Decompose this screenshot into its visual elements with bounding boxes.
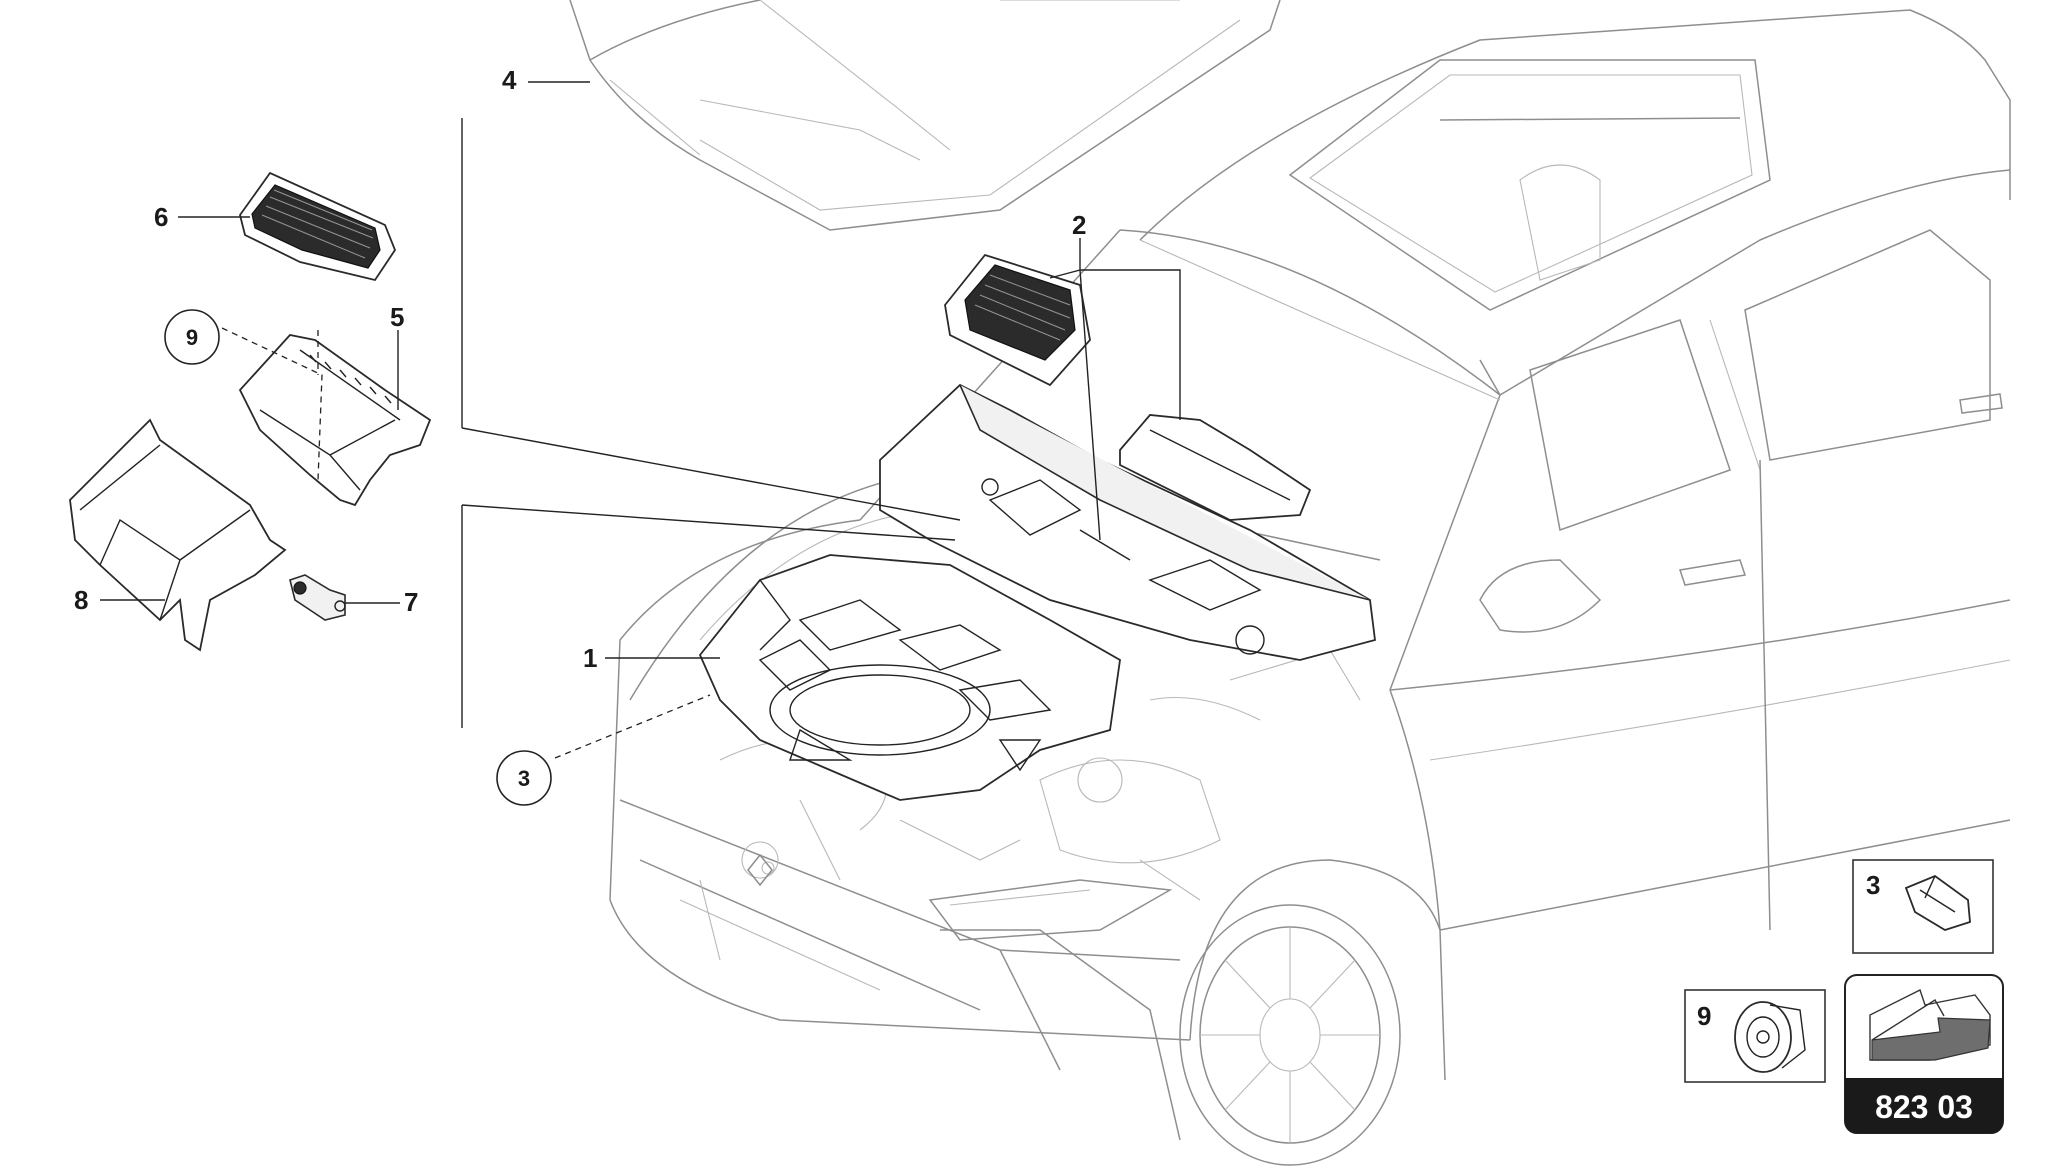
detail-3-label: 3 [1866, 870, 1880, 900]
circled-callout-3: 3 [496, 750, 552, 806]
callout-7: 7 [404, 587, 418, 617]
svg-text:3: 3 [518, 766, 530, 791]
air-box-upper-part-5 [238, 334, 432, 507]
detail-box-nut-9: 9 [1684, 989, 1826, 1083]
hood-part-4 [569, 0, 1281, 231]
side-cover-part-2 [1119, 414, 1312, 521]
arrow-to-group-icon [1869, 989, 1991, 1061]
spire-nut-icon [1734, 1001, 1806, 1073]
callout-1: 1 [583, 643, 597, 673]
svg-text:9: 9 [186, 325, 198, 350]
air-filter-part-6 [239, 171, 397, 282]
engine-cover-part-1 [698, 554, 1121, 801]
cowl-panel-part-2 [879, 383, 1376, 661]
sensor-part-7 [289, 574, 346, 621]
group-badge: 823 03 [1844, 974, 2004, 1134]
clip-icon [1904, 874, 1971, 931]
leader-lines [100, 81, 1181, 759]
circled-callout-9: 9 [164, 309, 220, 365]
cabin-filter-part-2 [944, 253, 1091, 387]
vehicle-outline [609, 9, 2011, 1166]
callout-6: 6 [154, 202, 168, 232]
detail-box-clip-3: 3 [1852, 859, 1994, 954]
callout-labels: 1 2 4 5 6 7 8 [74, 65, 1086, 673]
callout-4: 4 [502, 65, 517, 95]
group-number: 823 03 [1875, 1089, 1973, 1125]
air-box-housing-part-8 [69, 418, 287, 652]
detail-9-label: 9 [1697, 1001, 1711, 1031]
callout-8: 8 [74, 585, 88, 615]
callout-2: 2 [1072, 210, 1086, 240]
callout-5: 5 [390, 302, 404, 332]
